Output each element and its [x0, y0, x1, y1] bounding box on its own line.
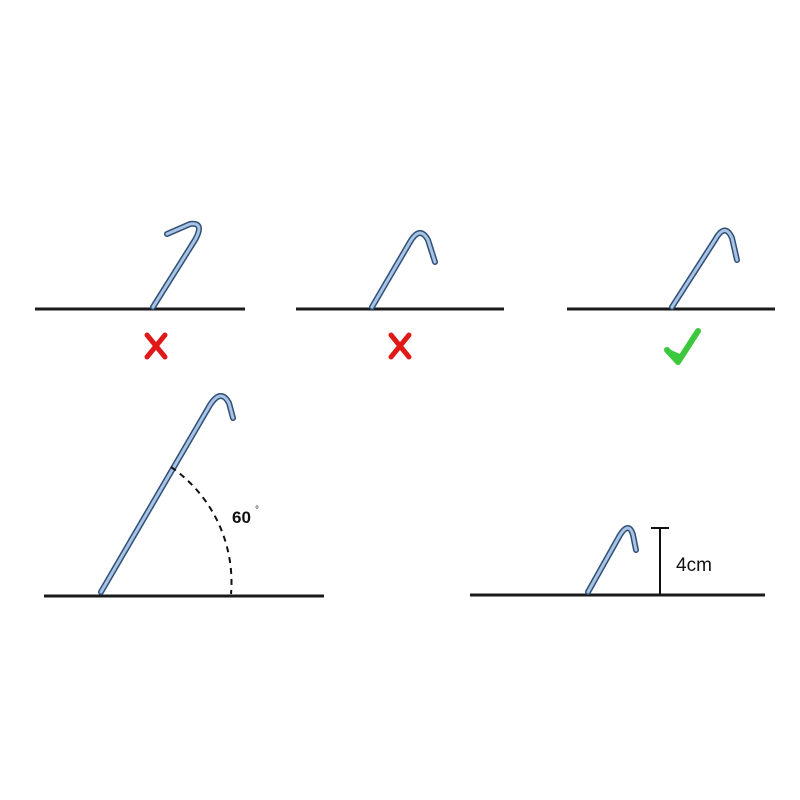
angle-arc: [170, 466, 233, 595]
cross-icon: [388, 332, 412, 360]
angle-diagram: 60 °: [44, 393, 324, 598]
tent-peg: [585, 525, 639, 595]
angle-value-label: 60: [232, 508, 251, 527]
height-dimension-marker: [651, 527, 669, 594]
example-wrong-1: [35, 220, 245, 360]
height-label: 4cm: [676, 555, 712, 576]
tent-peg: [369, 230, 438, 310]
tent-peg: [669, 227, 740, 310]
angle-degree-symbol: °: [255, 505, 259, 516]
depth-diagram: 4cm: [470, 525, 765, 597]
tent-peg: [98, 393, 236, 595]
checkmark-icon: [664, 328, 701, 365]
tent-peg: [150, 220, 202, 310]
cross-icon: [144, 332, 168, 360]
example-wrong-2: [296, 230, 504, 360]
example-correct: [567, 227, 775, 365]
